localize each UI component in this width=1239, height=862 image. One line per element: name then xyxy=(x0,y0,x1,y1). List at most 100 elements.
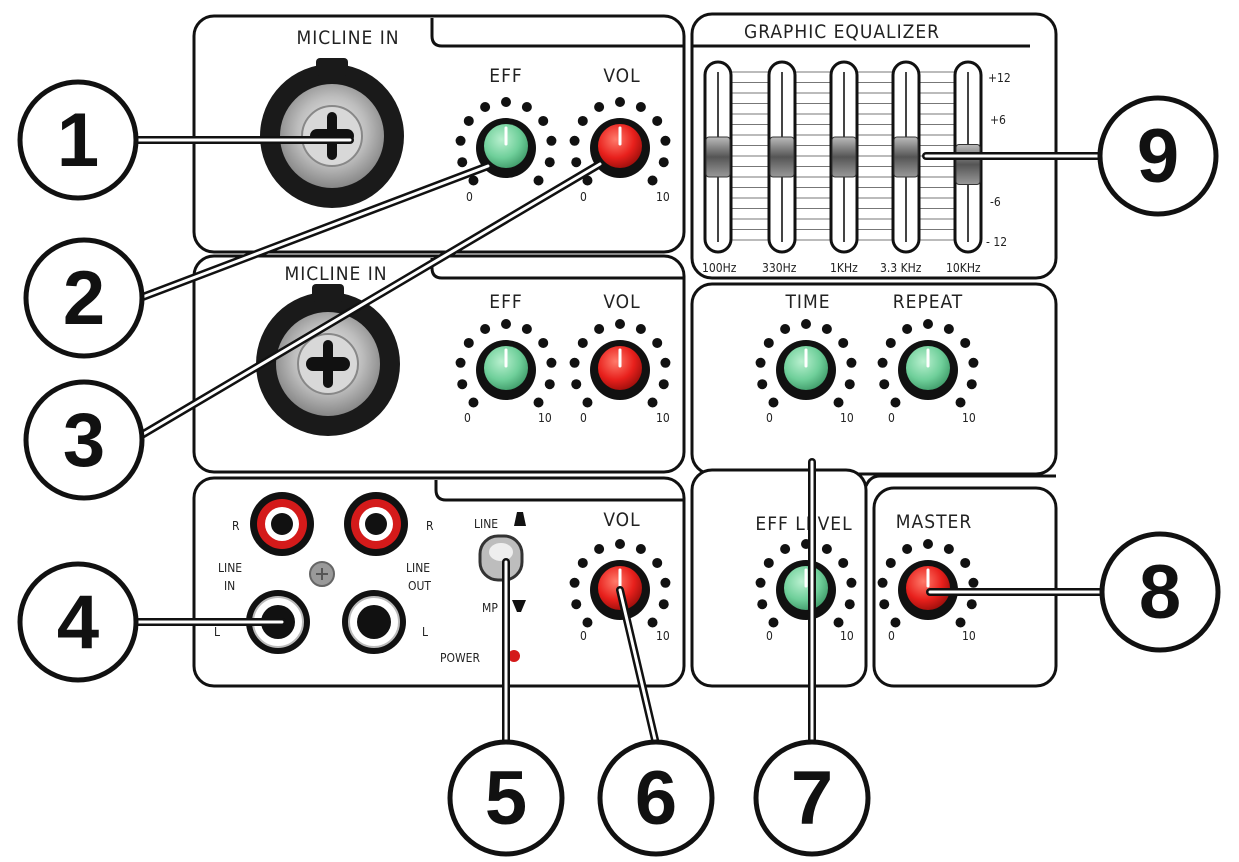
callout-9: 9 xyxy=(1097,95,1219,217)
vol-knob-1-tick-dot xyxy=(652,115,663,126)
callout-7-number: 7 xyxy=(791,756,833,841)
master-knob-tick-dot xyxy=(879,599,890,610)
master-knob-cap xyxy=(906,566,950,610)
echo-section: TIME REPEAT 0 10 0 10 EFF LEVEL 0 10 xyxy=(755,291,979,643)
line-in-r-jack[interactable] xyxy=(250,492,314,556)
line-out-r-jack[interactable] xyxy=(344,492,408,556)
time-knob-tick-dot xyxy=(801,319,811,329)
vol-knob-2-tick-dot xyxy=(652,337,663,348)
vol-knob-1-tick-dot xyxy=(594,102,605,113)
vol-knob-1-tick-dot xyxy=(658,157,669,168)
eff-level-knob-tick-dot xyxy=(838,557,849,568)
vol-knob-2[interactable] xyxy=(569,319,671,408)
graphic-equalizer: GRAPHIC EQUALIZER 100Hz 330Hz 1KHz 3.3 K… xyxy=(702,21,1011,275)
eff-level-label: EFF LEVEL xyxy=(755,513,852,535)
eq-slider-thumb-2[interactable] xyxy=(831,136,857,178)
xlr-combo-jack-1[interactable] xyxy=(260,58,404,208)
master-knob-tick-dot xyxy=(968,577,979,588)
line-in-l-label: L xyxy=(214,625,220,639)
line-vol-knob-tick-dot xyxy=(615,539,625,549)
master-max: 10 xyxy=(962,629,976,643)
vol-knob-1-tick-dot xyxy=(635,102,646,113)
master-panel xyxy=(872,486,1058,688)
callout-8: 8 xyxy=(1099,531,1221,653)
eq-slider-thumb-1[interactable] xyxy=(769,136,795,178)
line-vol-max: 10 xyxy=(656,629,670,643)
vol-knob-1-tick-dot xyxy=(647,175,658,186)
callout-1: 1 xyxy=(17,79,139,201)
line-in-label-b: IN xyxy=(224,579,235,593)
line-vol-knob-tick-dot xyxy=(652,557,663,568)
line-vol-knob-tick-dot xyxy=(660,577,671,588)
switch-down-arrow-icon xyxy=(512,600,526,612)
time-label: TIME xyxy=(784,291,830,313)
eff-knob-2-tick-dot xyxy=(501,319,511,329)
eff-knob-1-tick-dot xyxy=(521,102,532,113)
eff-knob-2[interactable] xyxy=(455,319,557,408)
line-vol-knob-tick-dot xyxy=(635,544,646,555)
vol-knob-1[interactable] xyxy=(569,97,671,186)
vol-knob-2-tick-dot xyxy=(660,357,671,368)
vol-knob-1-cap xyxy=(598,124,642,168)
eff-knob-1-tick-dot xyxy=(480,102,491,113)
vol-knob-1-tick-dot xyxy=(577,115,588,126)
leader-3 xyxy=(136,160,604,440)
eq-slider-thumb-3[interactable] xyxy=(893,136,919,178)
master-label: MASTER xyxy=(896,511,972,533)
eff-knob-1-tick-dot xyxy=(457,157,468,168)
line-in-r-label: R xyxy=(232,519,240,533)
callout-8-number: 8 xyxy=(1139,550,1181,635)
eq-scale-minus12: - 12 xyxy=(986,235,1007,249)
line-out-r-label: R xyxy=(426,519,434,533)
vol-label-2: VOL xyxy=(603,291,640,313)
eff-level-knob-tick-dot xyxy=(844,599,855,610)
eff-level-min: 0 xyxy=(766,629,773,643)
master-knob-tick-dot xyxy=(885,557,896,568)
line-vol-knob-tick-dot xyxy=(647,617,658,628)
time-knob[interactable] xyxy=(755,319,857,408)
master-min: 0 xyxy=(888,629,895,643)
mic-channel-1: MICLINE IN EFF VOL 0 0 10 xyxy=(260,27,671,208)
line-out-label-a: LINE xyxy=(406,561,430,575)
vol-max-2: 10 xyxy=(656,411,670,425)
callout-6: 6 xyxy=(597,739,715,857)
echo-panel xyxy=(690,282,1058,476)
eq-scale-minus6: -6 xyxy=(990,195,1001,209)
eff-max-2: 10 xyxy=(538,411,552,425)
eq-slider-thumb-0[interactable] xyxy=(705,136,731,178)
eq-slider-thumb-4[interactable] xyxy=(955,144,981,185)
eff-level-knob-tick-dot xyxy=(780,544,791,555)
repeat-knob-tick-dot xyxy=(902,324,913,335)
eff-knob-2-cap xyxy=(484,346,528,390)
vol-knob-2-tick-dot xyxy=(615,319,625,329)
vol-knob-1-tick-dot xyxy=(569,135,580,146)
line-vol-knob-tick-dot xyxy=(571,599,582,610)
callout-9-number: 9 xyxy=(1137,114,1179,199)
master-knob-tick-dot xyxy=(902,544,913,555)
callout-2: 2 xyxy=(23,237,145,359)
eff-level-knob[interactable] xyxy=(755,539,857,628)
vol-max-1: 10 xyxy=(656,190,670,204)
switch-mp-label: MP xyxy=(482,601,498,615)
master-knob-tick-dot xyxy=(923,539,933,549)
eff-knob-2-tick-dot xyxy=(480,324,491,335)
line-out-l-label: L xyxy=(422,625,428,639)
vol-knob-1-tick-dot xyxy=(571,157,582,168)
eq-band-label-2: 1KHz xyxy=(830,261,858,275)
vol-knob-2-tick-dot xyxy=(577,337,588,348)
equalizer-title: GRAPHIC EQUALIZER xyxy=(744,21,940,43)
power-led-icon xyxy=(508,650,520,662)
line-in-label-a: LINE xyxy=(218,561,242,575)
eq-scale-plus6: +6 xyxy=(990,113,1006,127)
time-knob-tick-dot xyxy=(838,337,849,348)
repeat-label: REPEAT xyxy=(893,291,963,313)
master-knob-tick-dot xyxy=(877,577,888,588)
vol-knob-2-tick-dot xyxy=(582,397,593,408)
repeat-knob[interactable] xyxy=(877,319,979,408)
mic-channel-2-title: MICLINE IN xyxy=(284,263,387,285)
vol-min-1: 0 xyxy=(580,190,587,204)
line-mp-switch[interactable] xyxy=(478,534,524,582)
vol-knob-2-tick-dot xyxy=(569,357,580,368)
eff-knob-1[interactable] xyxy=(455,97,557,186)
line-out-l-jack[interactable] xyxy=(342,590,406,654)
